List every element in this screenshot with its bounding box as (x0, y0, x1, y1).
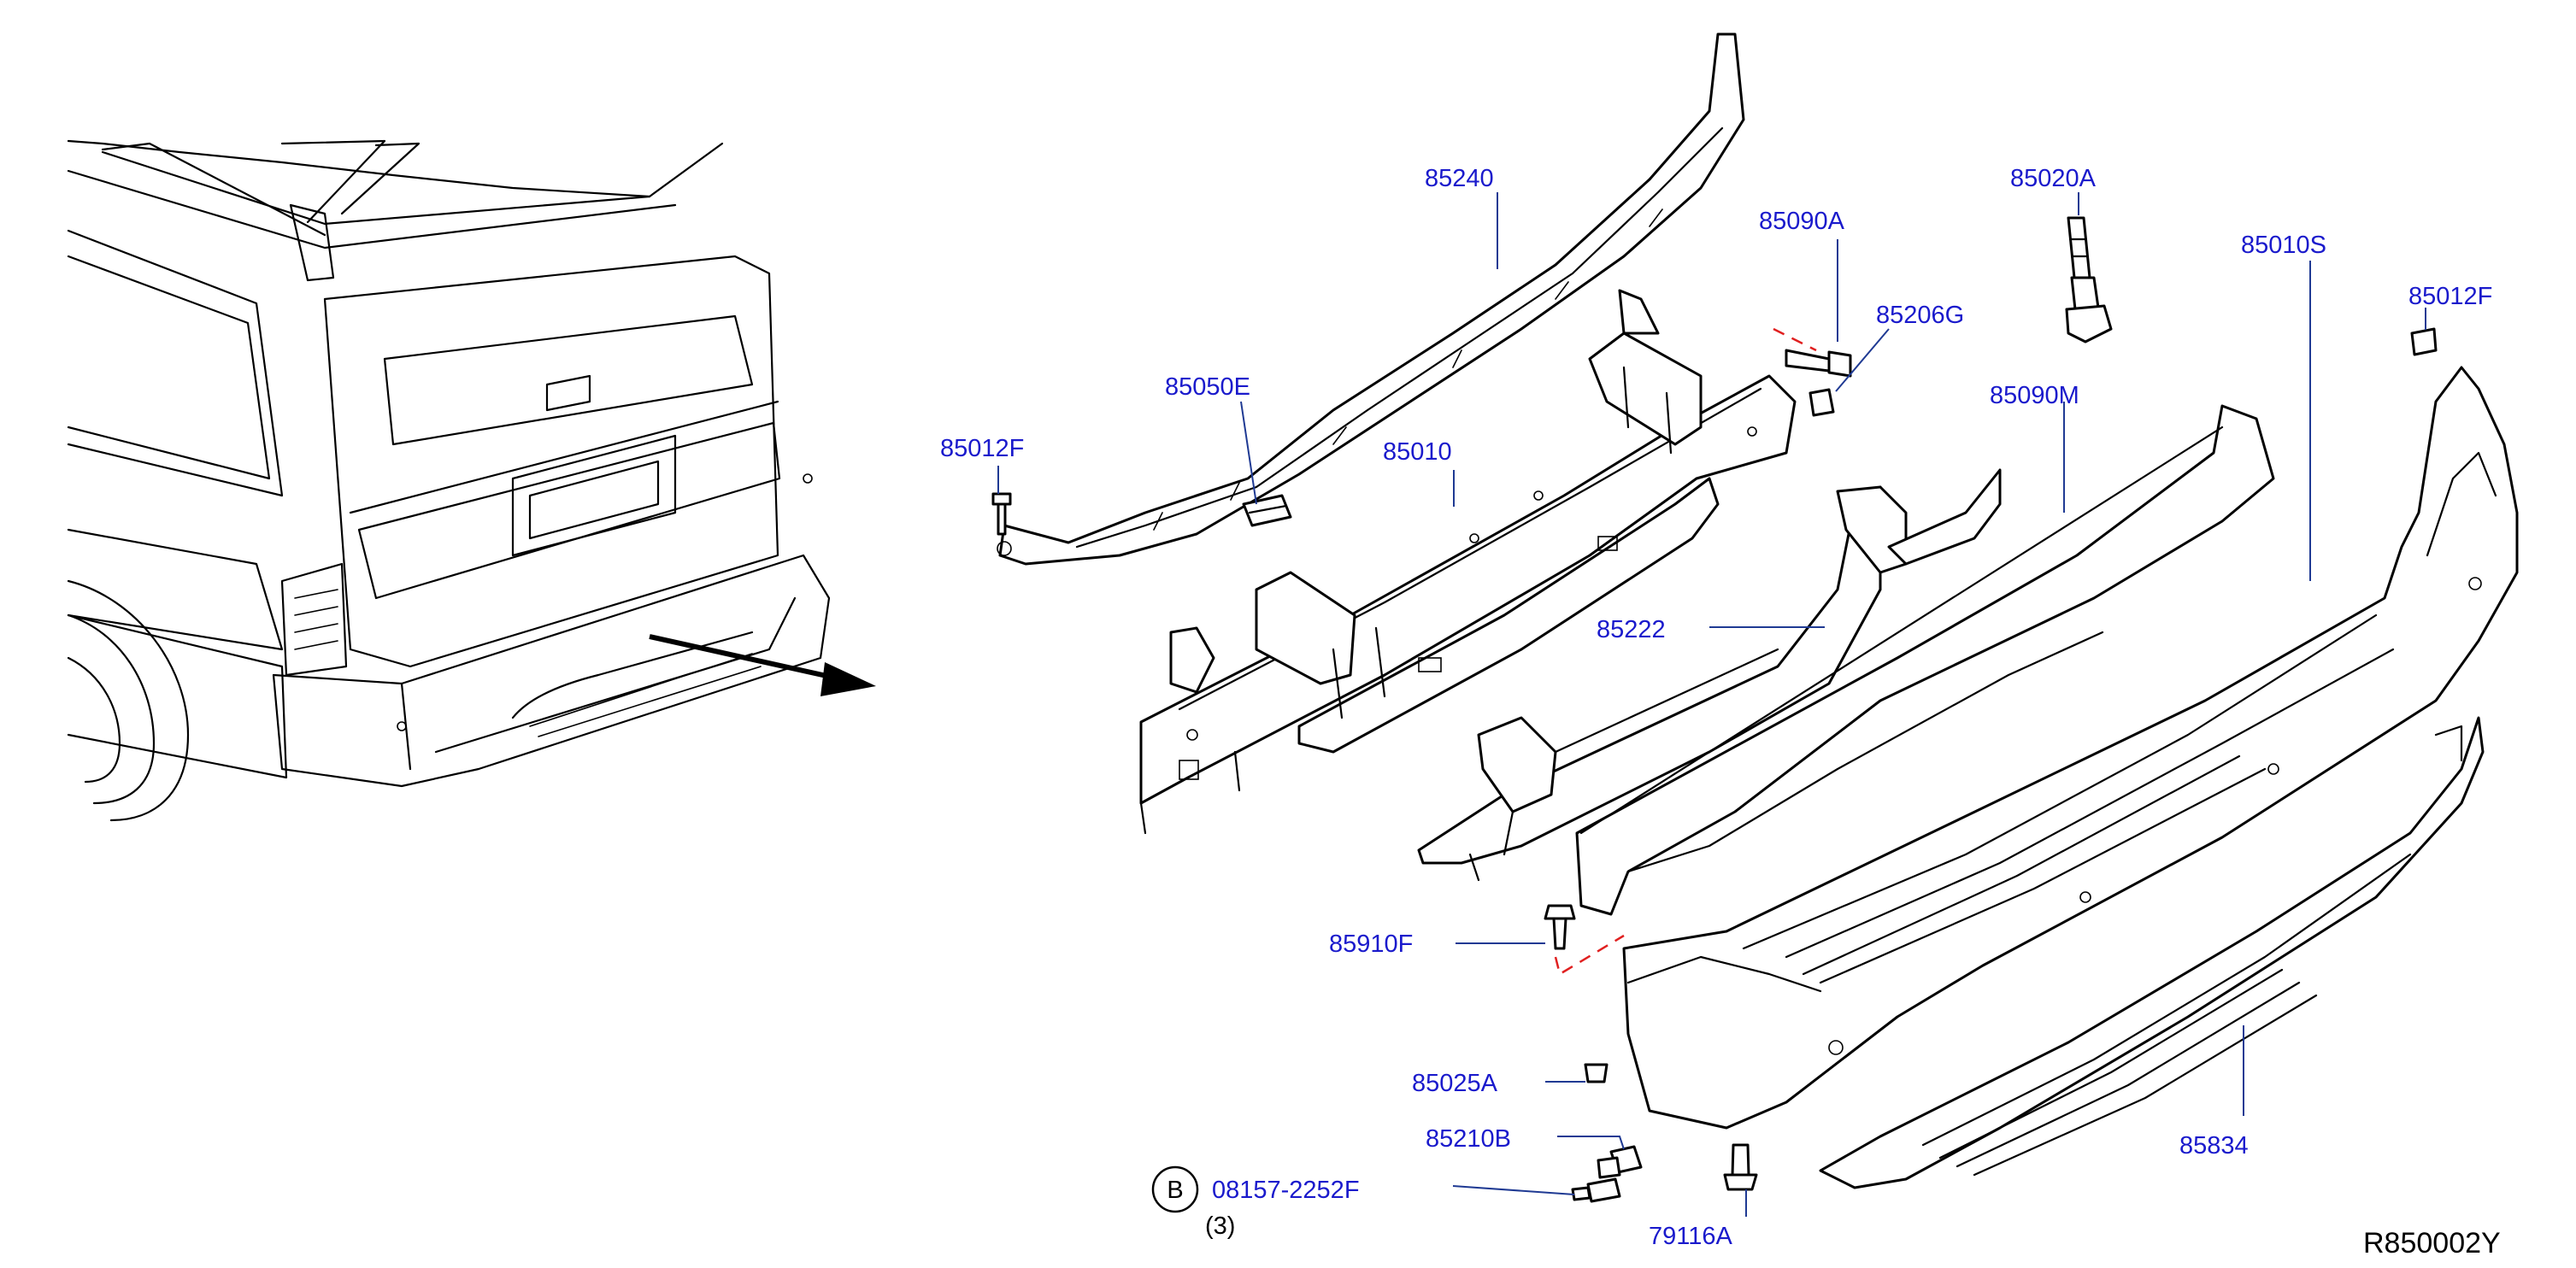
energy-absorber-85090M (1575, 404, 2275, 916)
retainer-strip-85240 (998, 32, 1745, 566)
bumper-fascia-85010S (1622, 366, 2519, 1130)
vehicle-rear-illustration (67, 139, 876, 822)
label-85010S: 85010S (2241, 232, 2326, 259)
label-85910F: 85910F (1329, 930, 1413, 958)
label-85090M: 85090M (1990, 382, 2079, 409)
label-08157-2252F: 08157-2252F (1212, 1177, 1360, 1204)
clip-85012F-right (2410, 327, 2438, 356)
screw-85910F (1544, 904, 1576, 950)
label-85020A: 85020A (2010, 165, 2097, 192)
screw-85012F-left (991, 492, 1012, 536)
bolt-badge-b: B (1167, 1177, 1183, 1204)
label-85222: 85222 (1597, 616, 1666, 643)
label-85025A: 85025A (1412, 1070, 1498, 1097)
bracket-85222 (1417, 468, 2002, 882)
label-85012F-left: 85012F (940, 435, 1024, 462)
label-quantity-3: (3) (1205, 1212, 1235, 1240)
clip-85050E (1242, 494, 1292, 527)
clip-85025A (1584, 1063, 1609, 1083)
dashed-line-85090A (1773, 327, 1817, 352)
reinforcement-beam-85010 (1139, 289, 1797, 835)
label-85012F-right: 85012F (2408, 283, 2492, 310)
screw-08157-2252F (1571, 1177, 1621, 1203)
leader-lines (997, 192, 2426, 1217)
label-85010: 85010 (1383, 438, 1452, 466)
callout-08157-2252F: B 08157-2252F (3) (1151, 1165, 1360, 1240)
nut-85206G (1808, 388, 1835, 417)
label-85050E: 85050E (1165, 373, 1250, 401)
label-85210B: 85210B (1426, 1125, 1511, 1153)
label-85090A: 85090A (1759, 208, 1845, 235)
label-79116A: 79116A (1649, 1223, 1732, 1250)
label-85240: 85240 (1425, 165, 1494, 192)
dashed-line-85910F (1554, 934, 1625, 976)
clip-79116A (1723, 1143, 1758, 1191)
bolt-85090A (1785, 349, 1852, 378)
nut-85210B (1597, 1145, 1643, 1179)
label-85834: 85834 (2179, 1132, 2249, 1159)
label-85206G: 85206G (1876, 302, 1964, 329)
bolt-85020A (2065, 216, 2113, 343)
step-pad-85834 (1819, 716, 2485, 1189)
drawing-code: R850002Y (2363, 1227, 2501, 1259)
